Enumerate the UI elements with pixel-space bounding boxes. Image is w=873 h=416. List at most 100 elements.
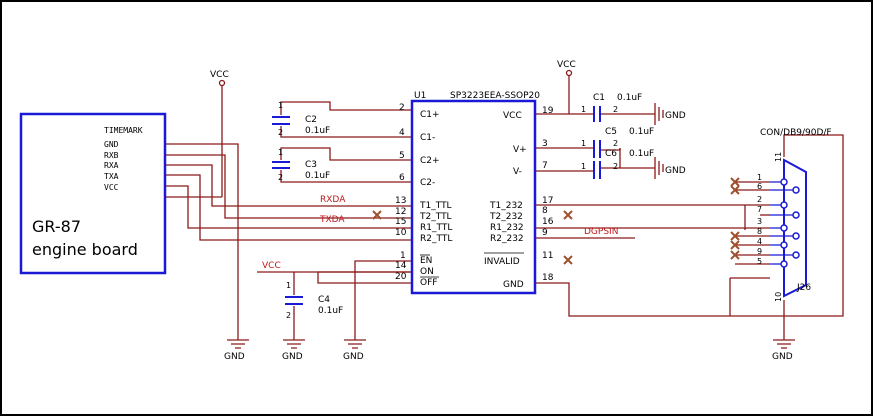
no-connect-db9-1 [730,177,740,187]
pin-name-t2232: T2_232 [489,212,523,222]
pin-num-t2ttl: 12 [395,207,406,217]
c6-ref: C6 [605,149,617,159]
c1-plates [593,106,601,122]
gnd-label-c6: GND [665,166,686,176]
db9-shell [783,158,807,298]
no-connect-db9-9 [730,240,740,250]
c6-pin2: 2 [613,162,618,171]
pin-name-vcc: VCC [503,111,522,121]
gnd-symbol-4 [773,339,795,349]
pin-num-gnd: 18 [542,273,554,283]
chip-left-pins: 2 C1+ 4 C1- 5 C2+ 6 C2- 13 T1_TTL 12 T2_… [395,103,452,288]
c4-pin1: 1 [286,281,291,290]
pin-num-c1n: 4 [399,128,405,138]
pin-num-c2p: 5 [399,151,405,161]
net-label-dgpsin: DGPSIN [584,227,618,237]
c5-plates [593,140,601,158]
c6-value: 0.1uF [629,149,654,159]
db9-ref: J26 [796,283,811,293]
c5-value: 0.1uF [629,127,654,137]
pin-num-vminus: 7 [542,161,548,171]
c4-value: 0.1uF [318,306,343,316]
db9-pin-6 [792,186,800,194]
db9-pin-1 [780,178,788,186]
pin-num-r1232: 16 [542,217,554,227]
db9-pinlabel-4: 4 [757,237,762,246]
db9-pin-8 [792,232,800,240]
db9-pinlabel-5: 5 [757,257,762,266]
pin-num-t1ttl: 13 [395,196,406,206]
db9-pinlabel-2: 2 [757,195,762,204]
db9-pin-9 [792,251,800,259]
chip-body [410,99,537,295]
c1-pin2: 2 [613,105,618,114]
pin-name-vplus: V+ [513,145,527,155]
c4-plates [285,296,303,305]
pin-name-en: EN [420,256,432,266]
board-pin-rxb: RXB [104,151,119,160]
chip-right-pins: 19 VCC 3 V+ 7 V- 17 T1_232 8 T2_232 16 R… [484,106,554,290]
db9-pinlabel-9: 9 [757,247,762,256]
c5-ref: C5 [605,127,617,137]
pin-name-t1232: T1_232 [489,201,523,211]
no-connect-db9-4 [730,231,740,241]
board-pin-timemark: TIMEMARK [104,126,143,135]
gnd-symbol-c1 [654,103,664,125]
pin-name-r1ttl: R1_TTL [420,223,452,233]
c3-value: 0.1uF [305,171,330,181]
c2-plates [272,116,290,125]
board-pin-gnd: GND [104,140,119,149]
pin-name-c1n: C1- [420,133,435,143]
pin-num-off: 20 [395,272,407,282]
gnd-label-4: GND [772,352,793,362]
pin-name-r1232: R1_232 [490,223,524,233]
db9-pin-2 [780,201,788,209]
db9-pinlabel-8: 8 [757,227,762,236]
gnd-symbol-c6 [654,157,664,179]
pin-num-c2n: 6 [399,173,405,183]
c2-ref: C2 [305,115,317,125]
gnd-symbol-1 [227,339,249,349]
engine-board: GR-87 engine board TIMEMARK GND RXB RXA … [19,112,167,275]
pin-name-c2p: C2+ [420,156,440,166]
pin-num-invalid: 11 [542,251,553,261]
pin-name-off: OFF [420,278,437,288]
vcc-terminal-right [565,69,573,77]
db9-pin-7 [792,211,800,219]
cap-plates [272,106,601,305]
gnd-symbol-2 [283,339,305,349]
board-pin-rxa: RXA [104,161,119,170]
pin-name-c1p: C1+ [420,110,440,120]
pin-name-t2ttl: T2_TTL [419,212,452,222]
gnd-label-3: GND [343,352,364,362]
pin-name-invalid: INVALID [484,257,520,267]
db9-pin-4 [780,241,788,249]
gnd-label-1: GND [224,352,245,362]
engine-board-outline [19,112,167,275]
gnd-label-c1: GND [665,111,686,121]
c1-ref: C1 [593,93,605,103]
c2-value: 0.1uF [305,126,330,136]
no-connect-invalid [563,255,573,265]
pin-name-r2232: R2_232 [490,234,524,244]
c6-pin1: 1 [581,162,586,171]
db9-shell-top: 11 [774,152,783,162]
vcc-label-on: VCC [262,261,281,271]
db9-pin-5 [780,260,788,268]
c3-ref: C3 [305,160,317,170]
pin-name-r2ttl: R2_TTL [420,234,452,244]
gnd-label-2: GND [282,352,303,362]
c3-plates [272,161,290,169]
db9-pinlabel-7: 7 [757,205,762,214]
power-symbols [218,69,795,349]
pin-num-on: 14 [395,261,407,271]
board-pin-txa: TXA [104,172,119,181]
pin-num-r1ttl: 15 [395,217,406,227]
pin-name-gnd: GND [503,280,524,290]
chip-part: SP3223EEA-SSOP20 [450,91,540,101]
c5-pin2: 2 [613,139,618,148]
pin-name-vminus: V- [513,167,522,177]
engine-board-title: GR-87 [32,217,81,236]
c4-ref: C4 [318,295,330,305]
